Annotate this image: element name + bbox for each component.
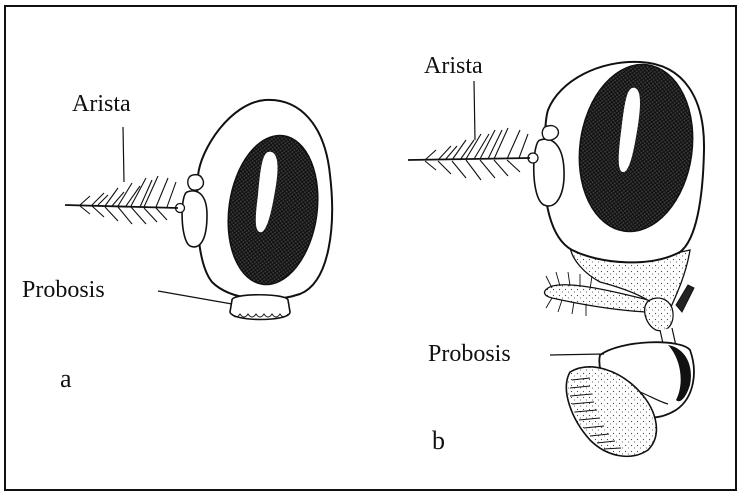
panel-b-arista-label: Arista [424,54,483,78]
panel-b-arista-leader [474,81,475,140]
panel-a-head [65,100,332,320]
panel-a-antenna-base [188,175,204,190]
panel-b-letter: b [432,428,445,454]
panel-b-arista-bristles [425,128,528,180]
panel-a-proboscis-label: Probosis [22,278,105,302]
panel-b-antenna-base [542,126,558,140]
panel-b-proboscis-label: Probosis [428,342,511,366]
panel-a-arista-bristles [80,176,176,224]
panel-a-letter: a [60,366,72,392]
panel-a-proboscis-leader [158,291,232,304]
panel-a-antenna-segment [182,191,207,247]
panel-a-arista-leader [123,127,124,182]
panel-b-head [408,57,704,456]
panel-a-arista-label: Arista [72,92,131,116]
panel-b-proboscis-leader [550,354,604,355]
panel-b-antenna-segment [534,139,564,206]
panel-b-rostrum [645,298,673,331]
